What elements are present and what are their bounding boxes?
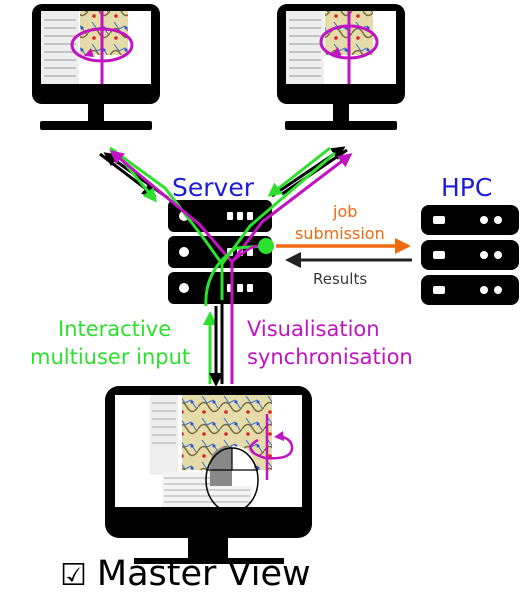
merge-node bbox=[258, 238, 274, 254]
visualisation-sync-label-line1: Visualisation bbox=[247, 317, 380, 341]
results-label: Results bbox=[313, 270, 368, 288]
server-label: Server bbox=[172, 173, 254, 202]
visualisation-sync-label-line2: synchronisation bbox=[247, 345, 413, 369]
hpc-rack-icon bbox=[421, 205, 519, 305]
interactive-input-label-line1: Interactive bbox=[58, 317, 172, 341]
hpc-label: HPC bbox=[441, 173, 493, 202]
server-rack-icon bbox=[168, 200, 272, 304]
mouse-icon bbox=[205, 446, 259, 513]
client-monitor-right bbox=[277, 4, 405, 130]
master-view-caption: ☑ Master View bbox=[60, 557, 311, 592]
checkbox-checked-icon: ☑ bbox=[60, 558, 87, 593]
job-submission-label-line1: job bbox=[333, 202, 358, 221]
rotate-gesture-icon bbox=[249, 414, 294, 480]
client-monitor-left bbox=[32, 4, 160, 130]
job-submission-label-line2: submission bbox=[295, 224, 385, 243]
master-view-label: Master View bbox=[96, 554, 311, 594]
master-monitor bbox=[105, 386, 312, 564]
interactive-input-label-line2: multiuser input bbox=[30, 345, 191, 369]
